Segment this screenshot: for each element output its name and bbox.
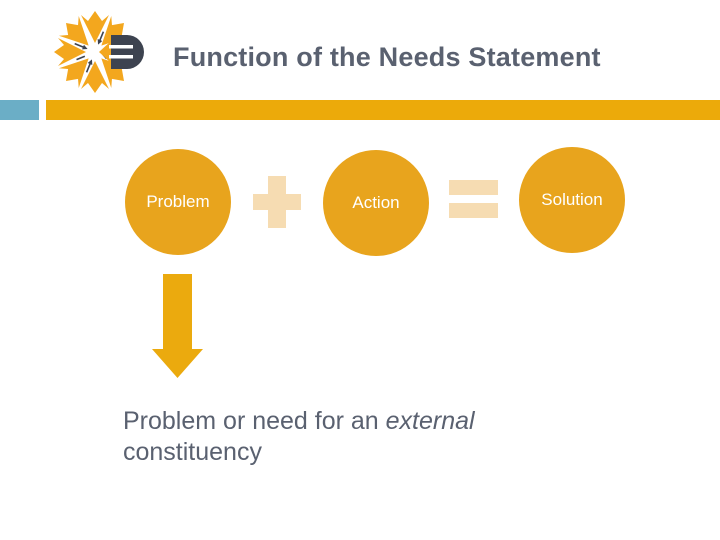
plus-icon	[253, 176, 301, 228]
circle-solution: Solution	[519, 147, 625, 253]
circle-action: Action	[323, 150, 429, 256]
starburst-pencils-logo	[43, 6, 153, 98]
caption-text: Problem or need for an external constitu…	[123, 406, 543, 468]
circle-problem-label: Problem	[146, 192, 210, 211]
circle-solution-label: Solution	[541, 190, 603, 209]
caption-suffix: constituency	[123, 438, 262, 466]
caption-emphasis: external	[385, 407, 475, 435]
marker-icon	[99, 35, 144, 69]
logo-graphic	[54, 11, 144, 93]
teal-accent-bar	[0, 100, 39, 120]
caption-prefix: Problem or need for an	[123, 407, 386, 435]
down-arrow-icon	[150, 274, 205, 379]
slide-title: Function of the Needs Statement	[173, 42, 601, 72]
circle-action-label: Action	[352, 193, 400, 212]
gold-divider-bar	[46, 100, 720, 120]
equals-icon	[449, 180, 498, 218]
circle-problem: Problem	[125, 149, 231, 255]
